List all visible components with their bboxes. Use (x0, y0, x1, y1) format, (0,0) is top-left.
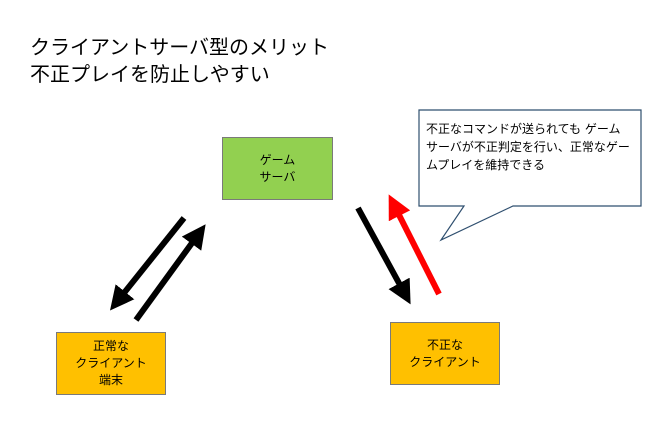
title-line-1: クライアントサーバ型のメリット (30, 35, 329, 59)
server-label-line-1: ゲーム (259, 152, 296, 167)
callout-bubble (418, 109, 642, 242)
good-client-box: 正常な クライアント 端末 (56, 332, 166, 395)
title: クライアントサーバ型のメリット 不正プレイを防止しやすい (30, 34, 329, 88)
game-server-box: ゲーム サーバ (222, 137, 333, 200)
bad-client-label-line-1: 不正な (426, 337, 463, 352)
server-label-line-2: サーバ (259, 169, 296, 184)
arrow-server-to-good-client (110, 216, 187, 311)
title-line-2: 不正プレイを防止しやすい (30, 62, 270, 86)
good-client-label-line-2: クライアント (75, 356, 147, 370)
arrow-good-client-to-server (133, 224, 206, 322)
arrow-bad-client-to-server-rejected (388, 194, 442, 296)
good-client-label-line-1: 正常な (92, 339, 129, 353)
good-client-label-line-3: 端末 (98, 373, 123, 387)
bad-client-label-line-2: クライアント (409, 354, 481, 369)
bad-client-box: 不正な クライアント (390, 322, 500, 385)
callout-text: 不正なコマンドが送られても ゲームサーバが不正判定を行い、正常なゲームプレイを維… (426, 122, 630, 172)
arrow-server-to-bad-client (355, 206, 411, 305)
